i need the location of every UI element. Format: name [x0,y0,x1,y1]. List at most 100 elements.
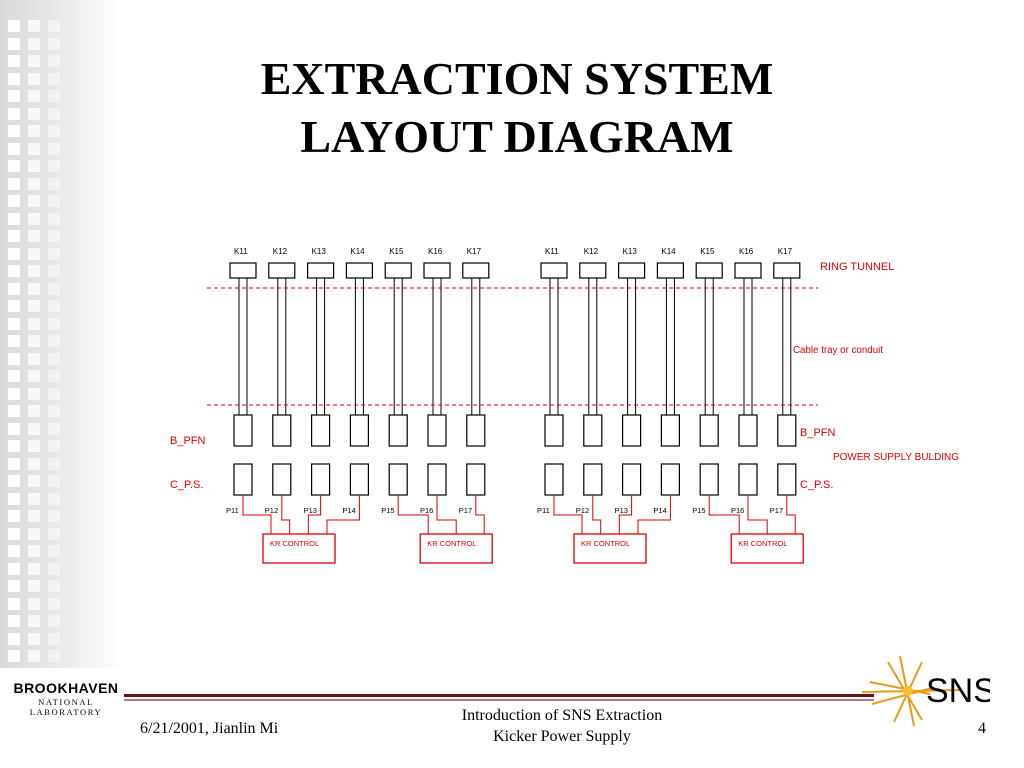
pattern-square [8,387,20,400]
pattern-square [8,335,20,347]
control-wire-left-2 [281,495,291,534]
control-wire-left-1 [242,495,272,534]
control-wire-left-6 [436,495,457,534]
pattern-square [48,142,60,155]
kr-control-label-left-a: KR CONTROL [270,539,319,548]
kicker-magnet-right-6 [734,262,762,279]
pattern-square [48,212,60,225]
footer-title-line-1: Introduction of SNS Extraction [461,707,663,724]
cps-boxes [233,463,797,496]
pattern-square [28,475,40,487]
pattern-square [28,457,40,470]
pattern-square [48,55,60,67]
control-wire-right-4 [637,495,671,534]
footer-divider [124,694,874,697]
footer-presentation-title: Introduction of SNS Extraction Kicker Po… [412,705,712,747]
pattern-square [8,580,20,592]
pfn-box-right-3 [621,414,642,447]
kicker-label-right-4: K14 [661,247,676,256]
pattern-square [28,335,40,347]
pattern-square [28,545,40,557]
cps-label-right: C_P.S. [800,479,833,491]
pattern-square [28,352,40,365]
pattern-square [48,510,60,522]
psu-label-left-3: P13 [304,506,317,515]
pattern-square [28,282,40,295]
side-pattern [0,0,122,668]
pattern-square [28,90,40,102]
footer-date-author: 6/21/2001, Jianlin Mi [140,720,279,737]
pattern-square [8,212,20,225]
pattern-square [8,317,20,330]
pattern-square [8,405,20,417]
pattern-square [28,597,40,610]
psu-label-right-6: P16 [731,506,744,515]
pattern-square [28,160,40,172]
kicker-label-left-4: K14 [350,247,365,256]
pattern-square [48,387,60,400]
kicker-label-right-1: K11 [545,247,559,256]
pfn-boxes [233,414,797,447]
pattern-square [8,510,20,522]
pattern-square [28,247,40,260]
kicker-label-right-7: K17 [778,247,793,256]
pattern-square [28,405,40,417]
pattern-square [28,317,40,330]
psu-label-right-3: P13 [615,506,628,515]
kr-control-box-left-a [262,533,336,564]
cps-box-right-4 [660,463,681,496]
pattern-square [48,265,60,277]
kicker-magnet-left-4 [345,262,373,279]
pattern-square [8,20,20,32]
pattern-square [8,177,20,190]
cps-box-right-7 [777,463,797,496]
cps-box-left-7 [466,463,486,496]
pattern-square [48,370,60,382]
pattern-square [48,160,60,172]
pattern-square [8,457,20,470]
bpfn-label-left: B_PFN [170,435,206,447]
kicker-magnet-right-7 [773,262,801,279]
cable-tray-label: Cable tray or conduit [793,345,883,356]
kr-control-label-right-a: KR CONTROL [581,539,630,548]
page-number: 4 [978,720,986,737]
bnl-logo-subtitle: NATIONAL LABORATORY [29,697,103,717]
control-wire-left-5 [397,495,429,534]
pattern-square [48,247,60,260]
pattern-square [28,37,40,50]
pattern-square [8,142,20,155]
pattern-square [48,632,60,645]
pattern-square [48,72,60,85]
bnl-logo-name: BROOKHAVEN [13,680,119,696]
psu-label-right-1: P11 [537,506,550,515]
cps-box-right-5 [699,463,719,496]
kr-control-box-right-b [730,533,804,564]
pattern-square [48,562,60,575]
pattern-square [48,545,60,557]
pfn-box-left-7 [466,414,486,447]
brookhaven-logo: BROOKHAVEN NATIONAL LABORATORY [4,680,128,717]
ring-tunnel-label: RING TUNNEL [820,261,894,273]
pattern-square [8,55,20,67]
pattern-square [48,107,60,120]
kicker-label-left-5: K15 [389,247,404,256]
pattern-square [8,90,20,102]
psu-label-right-2: P12 [576,506,589,515]
pattern-square [48,282,60,295]
pattern-square [48,405,60,417]
kicker-magnet-right-5 [695,262,723,279]
pattern-square [28,195,40,207]
cps-box-left-4 [349,463,369,496]
pattern-square [28,440,40,452]
pattern-square [8,300,20,312]
psu-label-left-2: P12 [265,506,278,515]
pattern-square [48,492,60,505]
pattern-square [28,650,40,662]
kr-control-box-right-a [573,533,647,564]
psu-label-left-5: P15 [381,506,394,515]
pattern-square [48,457,60,470]
control-wire-left-3 [307,495,322,534]
